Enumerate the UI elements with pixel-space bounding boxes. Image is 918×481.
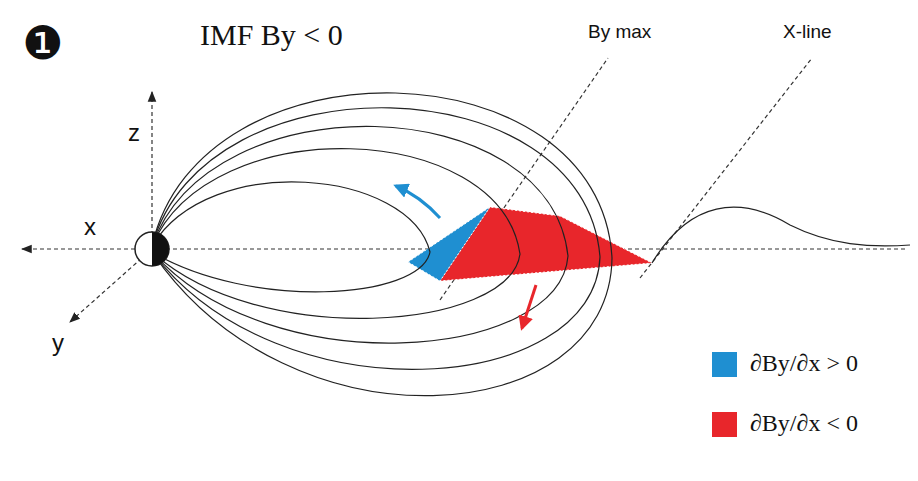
panel-number: ❶	[22, 18, 63, 69]
legend-swatch	[712, 412, 737, 437]
positive-gradient-region	[408, 207, 490, 281]
line-label: X-line	[783, 22, 832, 43]
earth	[135, 232, 169, 266]
axis-label: z	[128, 120, 140, 146]
line-label: By max	[588, 22, 651, 43]
axis-label: x	[84, 214, 96, 240]
legend-text: ∂By/∂x > 0	[750, 350, 858, 376]
legend-swatch	[712, 352, 737, 377]
axes	[22, 58, 905, 322]
negative-gradient-region	[440, 207, 652, 281]
field-lines	[152, 93, 910, 396]
flow-arrow	[522, 285, 536, 328]
axis-label: y	[52, 330, 64, 356]
legend-text: ∂By/∂x < 0	[750, 410, 858, 436]
condition-title: IMF By < 0	[200, 18, 343, 51]
flow-arrow	[396, 186, 440, 218]
